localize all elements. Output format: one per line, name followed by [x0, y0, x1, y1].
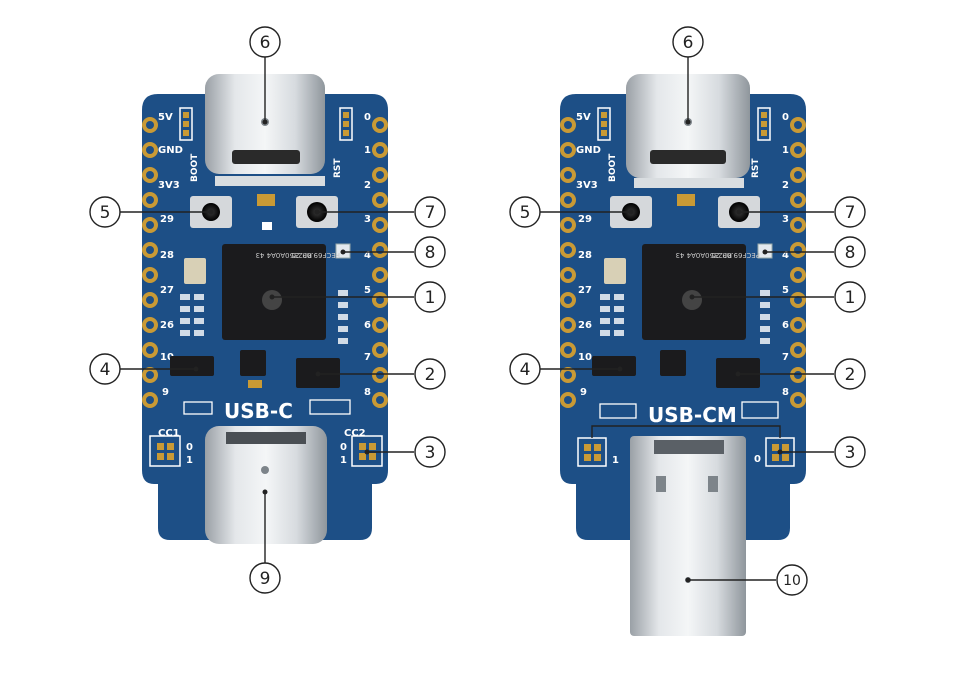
pin-label: 8 — [364, 387, 371, 398]
callout-number: 4 — [520, 360, 531, 380]
callout-numbers: 6 5 7 8 1 4 2 3 9 6 5 7 8 1 4 2 3 10 — [100, 33, 856, 589]
pin-label: 7 — [364, 352, 371, 363]
pin-label: 0 — [364, 112, 371, 123]
pin-label: 5V — [576, 112, 591, 123]
pin-label: 6 — [364, 320, 371, 331]
board-left: 5V GND 3V3 29 28 27 26 10 9 0 1 2 3 4 5 … — [142, 74, 388, 544]
pin-label: GND — [158, 145, 183, 156]
rp2350-chip: RP2350A0A4 43 PECF69.00 25 — [642, 244, 760, 340]
raspberry-logo-icon — [262, 290, 282, 310]
callout-lines — [120, 57, 834, 581]
svg-text:0: 0 — [340, 442, 347, 453]
boot-label: BOOT — [190, 153, 200, 182]
rst-label: RST — [333, 158, 343, 178]
pin-label: 0 — [782, 112, 789, 123]
pin-label: 5V — [158, 112, 173, 123]
pin-label: 2 — [364, 180, 371, 191]
callout-number: 7 — [845, 203, 856, 223]
callout-number: 6 — [683, 33, 694, 53]
pin-label: 3 — [782, 214, 789, 225]
callout-number: 3 — [425, 443, 436, 463]
callout-number: 4 — [100, 360, 111, 380]
pin-label: 5 — [782, 285, 789, 296]
pin-label: 3V3 — [158, 180, 180, 191]
pin-label: 3 — [364, 214, 371, 225]
boot-label: BOOT — [608, 153, 618, 182]
pin-label: GND — [576, 145, 601, 156]
pin-label: 4 — [782, 250, 789, 261]
usb-c-port-bottom — [205, 426, 327, 544]
callout-number: 8 — [425, 243, 436, 263]
callout-number: 1 — [845, 288, 856, 308]
cc1-jumper — [149, 435, 181, 467]
pin-label: 27 — [578, 285, 592, 296]
callout-number: 5 — [100, 203, 111, 223]
pin-label: 2 — [782, 180, 789, 191]
pin-label: 1 — [364, 145, 371, 156]
pin-label: 28 — [160, 250, 174, 261]
callout-number: 3 — [845, 443, 856, 463]
svg-text:1: 1 — [340, 455, 347, 466]
chip-marking: RP2350A0A4 43 — [255, 251, 312, 259]
svg-text:0: 0 — [186, 442, 193, 453]
pin-label: 3V3 — [576, 180, 598, 191]
callout-number: 7 — [425, 203, 436, 223]
rst-label: RST — [751, 158, 761, 178]
callout-badges — [89, 26, 866, 596]
chip-marking: RP2350A0A4 43 — [675, 251, 732, 259]
callout-number: 2 — [845, 365, 856, 385]
pin-label: 8 — [782, 387, 789, 398]
callout-number: 10 — [783, 573, 801, 589]
pin-label: 9 — [580, 387, 587, 398]
pin-label: 29 — [578, 214, 592, 225]
pin-label: 28 — [578, 250, 592, 261]
raspberry-logo-icon — [682, 290, 702, 310]
callout-number: 8 — [845, 243, 856, 263]
pin-label: 29 — [160, 214, 174, 225]
svg-text:0: 0 — [754, 454, 761, 465]
svg-text:1: 1 — [186, 455, 193, 466]
callout-number: 6 — [260, 33, 271, 53]
chip-marking: PECF69.00 25 — [711, 251, 760, 259]
callout-number: 2 — [425, 365, 436, 385]
cc2-label: CC2 — [344, 428, 366, 439]
rp2350-chip: RP2350A0A4 43 PECF69.00 25 — [222, 244, 340, 340]
pin-label: 26 — [160, 320, 174, 331]
board-label: USB-CM — [648, 403, 737, 427]
board-label: USB-C — [224, 399, 293, 423]
callout-number: 5 — [520, 203, 531, 223]
callout-number: 1 — [425, 288, 436, 308]
usb-c-port-top — [626, 74, 750, 188]
cc1-label: CC1 — [158, 428, 180, 439]
chip-marking: PECF69.00 25 — [291, 251, 340, 259]
pin-label: 10 — [160, 352, 174, 363]
pin-label: 1 — [782, 145, 789, 156]
pin-label: 27 — [160, 285, 174, 296]
usb-c-plug — [630, 436, 746, 636]
pin-label: 7 — [782, 352, 789, 363]
pin-label: 10 — [578, 352, 592, 363]
cc2-jumper — [351, 435, 383, 467]
callout-number: 9 — [260, 569, 271, 589]
pin-label: 9 — [162, 387, 169, 398]
pin-label: 4 — [364, 250, 371, 261]
pin-label: 6 — [782, 320, 789, 331]
pin-label: 26 — [578, 320, 592, 331]
pin-label: 5 — [364, 285, 371, 296]
board-right: 5V GND 3V3 29 28 27 26 10 9 0 1 2 3 4 5 … — [560, 74, 806, 636]
svg-text:1: 1 — [612, 455, 619, 466]
